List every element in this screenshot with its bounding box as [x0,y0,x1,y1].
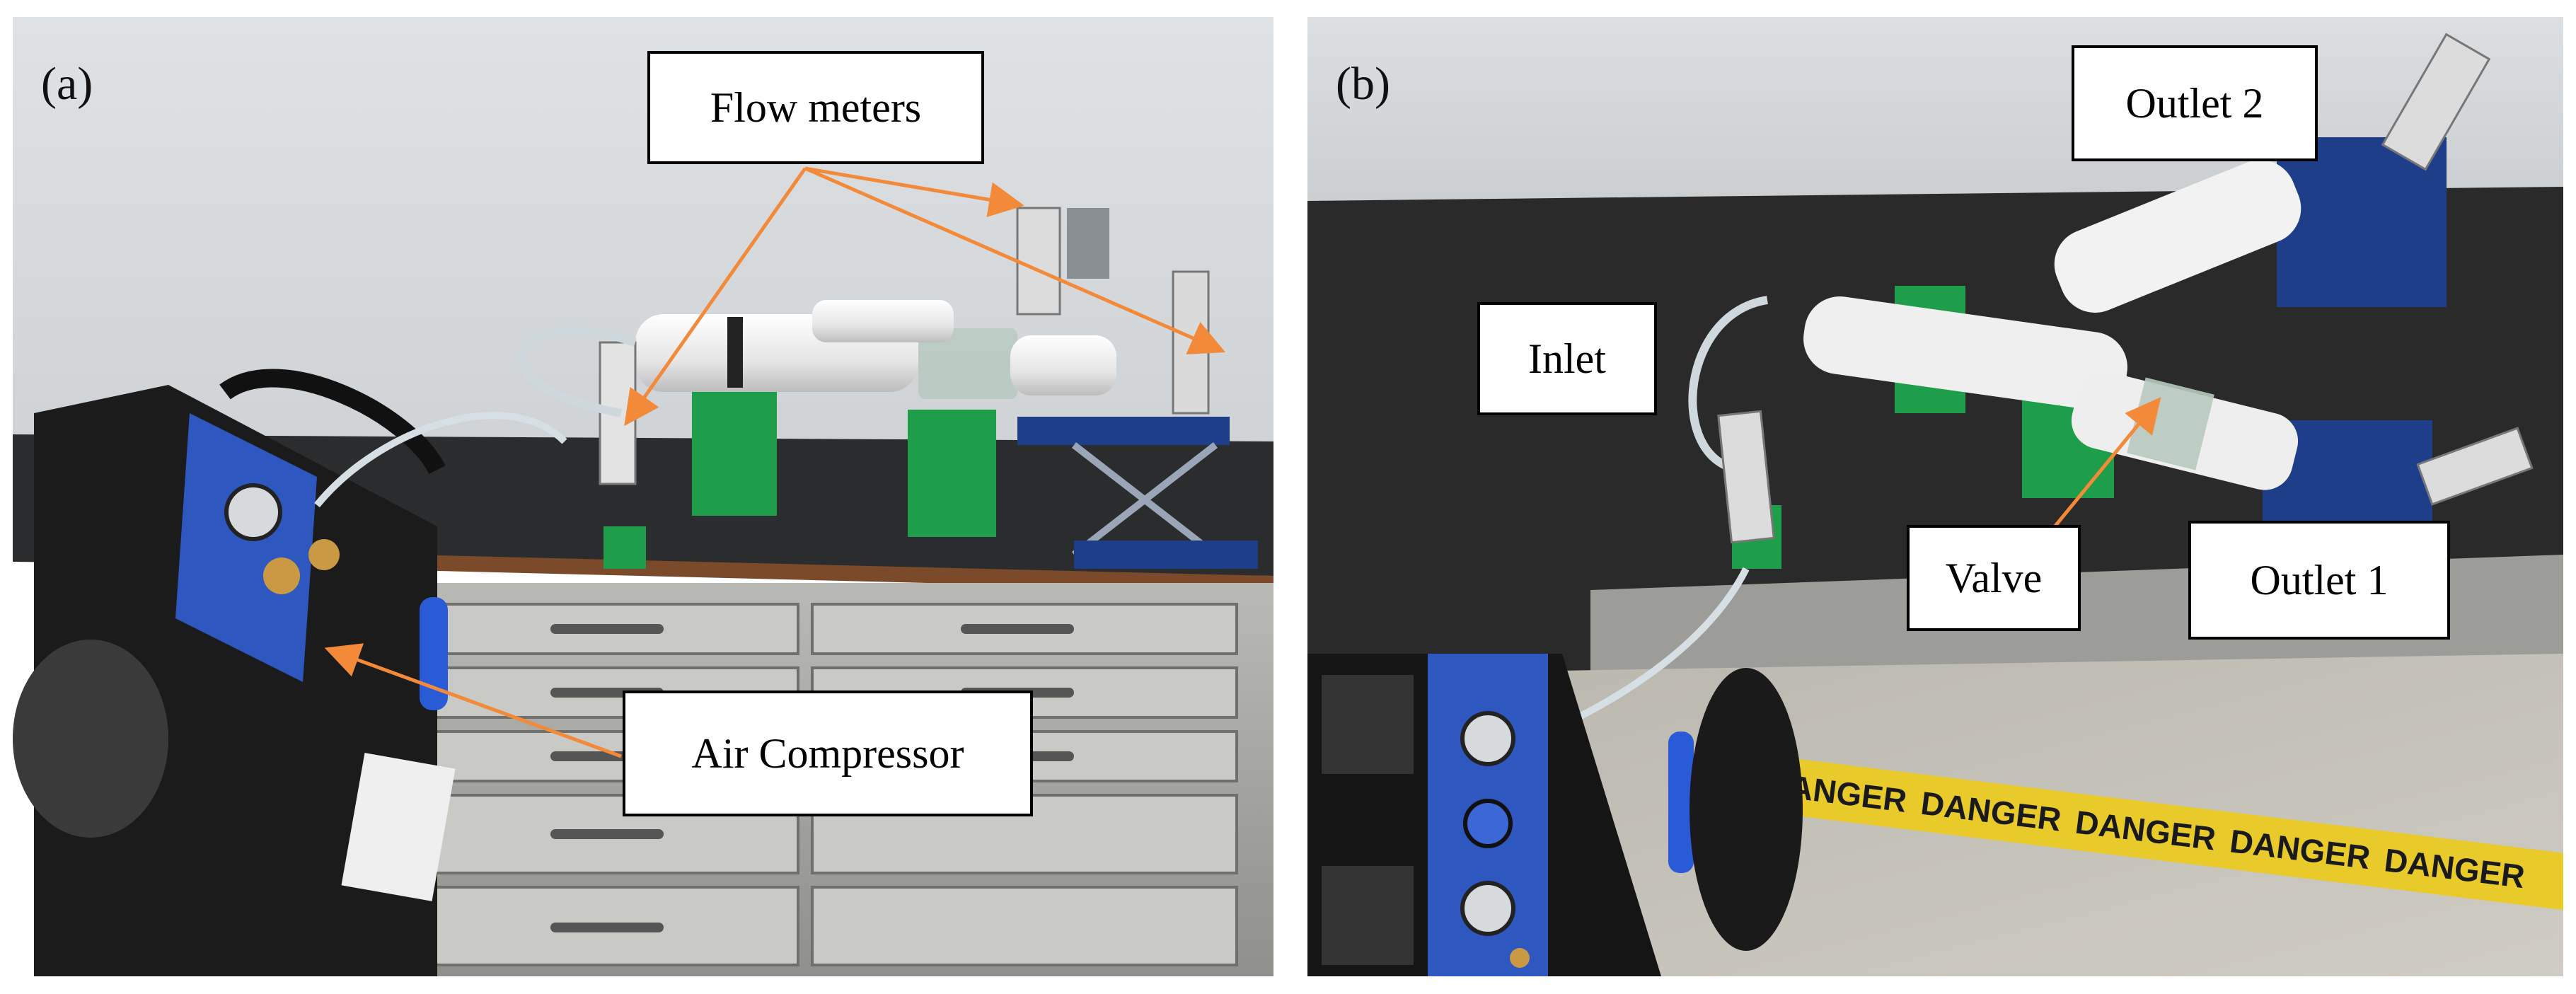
panel-b-photo: DANGER DANGER DANGER DANGER DANGER [1307,17,2563,976]
panel-label-a: (a) [41,58,93,110]
outlet-2-flow-meter [2381,33,2491,171]
outlet-1-flow-meter [2416,427,2534,506]
label-outlet-1: Outlet 1 [2188,521,2450,640]
green-pipe-supports [603,381,996,569]
inlet-flow-meter [1717,410,1775,544]
inlet-hose [1688,296,1768,474]
air-compressor-top-view [1307,654,1803,976]
lab-setup-top-view: DANGER DANGER DANGER DANGER DANGER [1307,17,2563,976]
wall-bracket [1067,208,1109,279]
panel-label-b: (b) [1336,58,1390,110]
air-hose [314,412,567,508]
danger-tape: DANGER DANGER DANGER DANGER DANGER [1735,752,2563,920]
air-compressor [13,369,456,976]
label-outlet-2: Outlet 2 [2072,45,2318,161]
lab-setup-side-view [13,17,1273,976]
label-air-compressor: Air Compressor [623,690,1033,816]
label-valve: Valve [1907,525,2081,631]
label-inlet: Inlet [1477,302,1657,415]
flow-meter-outlet-top [1016,207,1061,316]
panel-a-photo: (a) Flow meters Air Compressor [13,17,1273,976]
label-flow-meters: Flow meters [647,51,984,164]
